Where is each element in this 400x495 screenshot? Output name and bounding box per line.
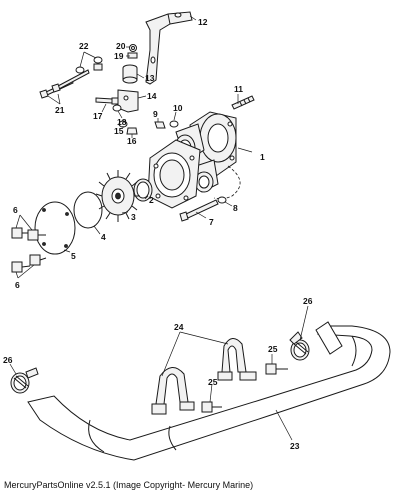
part-21-bolts — [39, 69, 90, 99]
callout-5: 5 — [71, 251, 76, 261]
part-26-clamp-right — [289, 331, 310, 361]
callout-25-lower: 25 — [208, 377, 218, 387]
pump-cover-plate — [147, 139, 201, 209]
callout-6-upper: 6 — [13, 205, 18, 215]
callout-26-left: 26 — [3, 355, 13, 365]
part-22-washers-nuts — [75, 56, 103, 74]
callout-9: 9 — [153, 109, 158, 119]
part-6-screws-upper — [11, 227, 46, 241]
callout-16: 16 — [127, 136, 137, 146]
part-25-bolt-lower — [201, 401, 222, 413]
callout-24: 24 — [174, 322, 184, 332]
part-4-gasket — [73, 191, 103, 229]
part-13-rubber-mount — [122, 64, 138, 84]
callout-8: 8 — [233, 203, 238, 213]
part-17-bolt — [95, 97, 119, 105]
callout-14: 14 — [147, 91, 157, 101]
part-6-screws-lower — [11, 254, 47, 273]
part-5-cover-plate — [34, 201, 76, 255]
part-11-stud — [231, 95, 255, 110]
part-26-clamp-left — [10, 367, 39, 394]
part-24-clamp-right — [217, 338, 257, 381]
part-25-bolt-right — [265, 363, 288, 375]
callout-1: 1 — [260, 152, 265, 162]
callout-10: 10 — [173, 103, 183, 113]
callout-19: 19 — [114, 51, 124, 61]
part-19-20-nut-washer — [127, 44, 138, 59]
callout-20: 20 — [116, 41, 126, 51]
callout-23: 23 — [290, 441, 300, 451]
callout-25-right: 25 — [268, 344, 278, 354]
callout-labels: 1 2 3 4 5 6 6 7 8 9 10 11 12 13 14 15 16… — [3, 17, 313, 451]
callout-4: 4 — [101, 232, 106, 242]
callout-7: 7 — [209, 217, 214, 227]
copyright-footer: MercuryPartsOnline v2.5.1 (Image Copyrig… — [4, 480, 254, 490]
leader-lines — [9, 15, 309, 441]
part-3-impeller — [95, 170, 140, 222]
part-23-hose — [27, 321, 391, 461]
part-9-10-nut-washer — [154, 120, 179, 129]
callout-26-right: 26 — [303, 296, 313, 306]
part-7-bolt — [179, 199, 219, 222]
callout-17: 17 — [93, 111, 103, 121]
callout-3: 3 — [131, 212, 136, 222]
callout-15: 15 — [114, 126, 124, 136]
callout-13: 13 — [145, 73, 155, 83]
part-8-washer — [217, 196, 227, 204]
callout-22: 22 — [79, 41, 89, 51]
callout-21: 21 — [55, 105, 65, 115]
part-18-washer — [112, 104, 122, 112]
part-24-clamp-left — [151, 367, 195, 415]
callout-11: 11 — [234, 84, 243, 94]
part-15-16-nut-washer — [118, 120, 138, 135]
callout-12: 12 — [198, 17, 208, 27]
callout-6-lower: 6 — [15, 280, 20, 290]
part-12-mounting-bracket — [145, 11, 193, 85]
callout-18: 18 — [117, 117, 127, 127]
callout-2: 2 — [149, 195, 154, 205]
